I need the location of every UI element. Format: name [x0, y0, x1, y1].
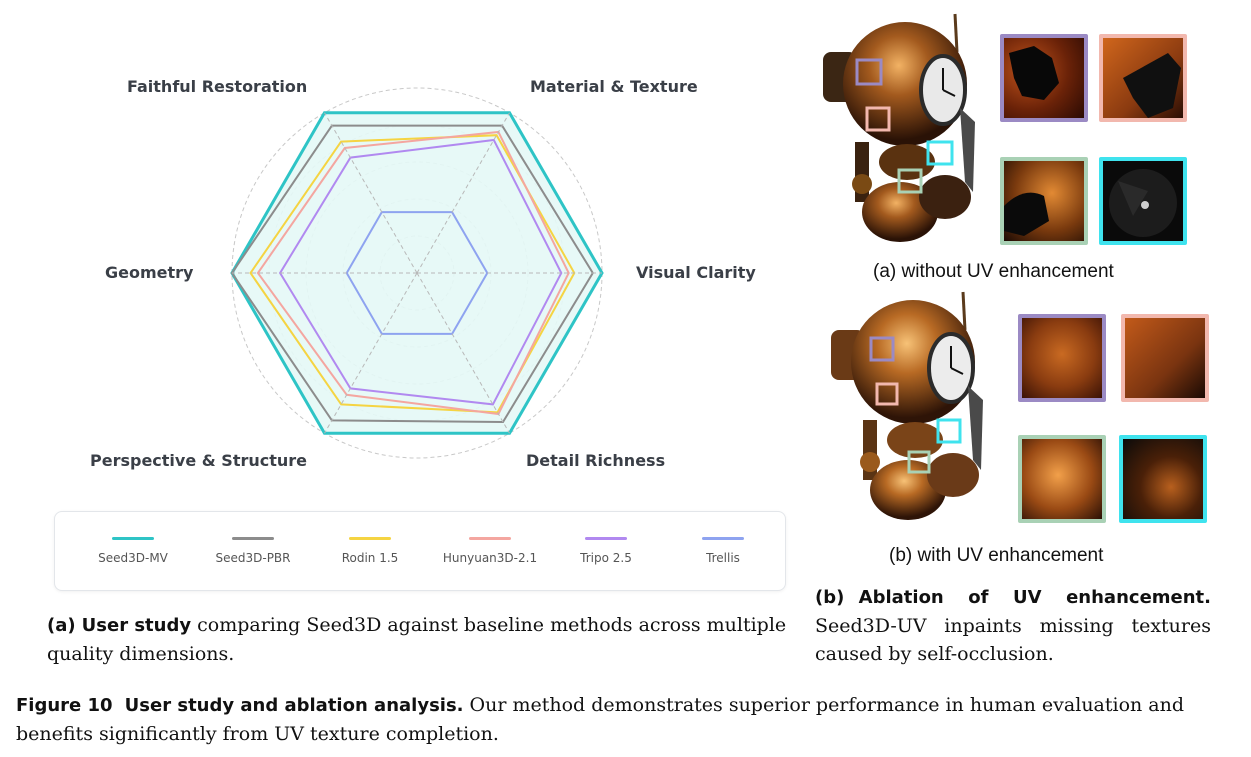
legend-label: Seed3D-PBR	[215, 551, 291, 565]
legend-label: Trellis	[706, 551, 740, 565]
radar-spoke-4	[324, 272, 418, 434]
legend-item-tripo: Tripo 2.5	[546, 512, 666, 590]
missing-texture-patch	[1009, 46, 1059, 100]
panel-a-tag: (a)	[47, 615, 76, 636]
axis-label-material-texture: Material & Texture	[530, 77, 698, 96]
crop-top-purple-without	[1000, 34, 1088, 122]
axis-label-faithful-restoration: Faithful Restoration	[127, 77, 308, 96]
panel-b-tag: (b)	[815, 587, 845, 608]
missing-texture-patch	[1123, 53, 1181, 118]
legend-swatch	[469, 537, 511, 540]
figure-head: User study and ablation analysis.	[124, 695, 464, 716]
chart-legend: Seed3D-MV Seed3D-PBR Rodin 1.5 Hunyuan3D…	[54, 511, 786, 591]
legend-item-seed3d-mv: Seed3D-MV	[73, 512, 193, 590]
legend-item-seed3d-pbr: Seed3D-PBR	[193, 512, 313, 590]
missing-texture-patch	[1109, 169, 1177, 237]
crop-bottom-green-with	[1018, 435, 1106, 523]
panel-a-head: User study	[81, 615, 192, 636]
robot-render-with-uv	[831, 291, 983, 520]
legend-label: Hunyuan3D-2.1	[442, 551, 538, 565]
legend-swatch	[702, 537, 744, 540]
legend-label: Tripo 2.5	[580, 551, 632, 565]
panel-b-head: Ablation of UV enhancement.	[858, 587, 1211, 608]
legend-item-hunyuan3d: Hunyuan3D-2.1	[430, 512, 550, 590]
panel-b-text: Seed3D-UV inpaints missing textures caus…	[815, 615, 1211, 665]
axis-label-geometry: Geometry	[105, 263, 194, 282]
crop-top-purple-with	[1018, 314, 1106, 402]
legend-item-trellis: Trellis	[663, 512, 783, 590]
missing-texture-patch	[1004, 192, 1049, 236]
robot-render-without-uv	[823, 13, 975, 242]
radar-chart	[230, 87, 604, 459]
legend-label: Seed3D-MV	[98, 551, 168, 565]
legend-item-rodin: Rodin 1.5	[310, 512, 430, 590]
crop-top-pink-without	[1099, 34, 1187, 122]
panel-b-caption: (b) Ablation of UV enhancement. Seed3D-U…	[815, 583, 1211, 668]
crop-bottom-green-without	[1000, 157, 1088, 245]
legend-swatch	[112, 537, 154, 540]
crop-top-pink-with	[1121, 314, 1209, 402]
legend-label: Rodin 1.5	[341, 551, 399, 565]
figure-caption: Figure 10 User study and ablation analys…	[16, 691, 1241, 748]
axis-label-visual-clarity: Visual Clarity	[636, 263, 756, 282]
figure-text: Our method demonstrates superior perform…	[16, 694, 1185, 745]
axis-label-perspective-structure: Perspective & Structure	[90, 451, 308, 470]
crop-bottom-cyan-without	[1099, 157, 1187, 245]
radar-spoke-3	[416, 272, 510, 434]
axis-label-detail-richness: Detail Richness	[526, 451, 666, 470]
crop-bottom-cyan-with	[1119, 435, 1207, 523]
panel-a-caption: (a) User study comparing Seed3D against …	[47, 611, 792, 668]
legend-swatch	[585, 537, 627, 540]
panel-a-text: comparing Seed3D against baseline method…	[47, 614, 787, 665]
sub-caption-with-uv: (b) with UV enhancement	[889, 545, 1104, 566]
sub-caption-without-uv: (a) without UV enhancement	[873, 261, 1114, 282]
radar-spoke-1	[416, 112, 510, 274]
legend-swatch	[232, 537, 274, 540]
legend-swatch	[349, 537, 391, 540]
figure-label: Figure 10	[16, 695, 113, 716]
radar-spoke-6	[324, 112, 418, 274]
